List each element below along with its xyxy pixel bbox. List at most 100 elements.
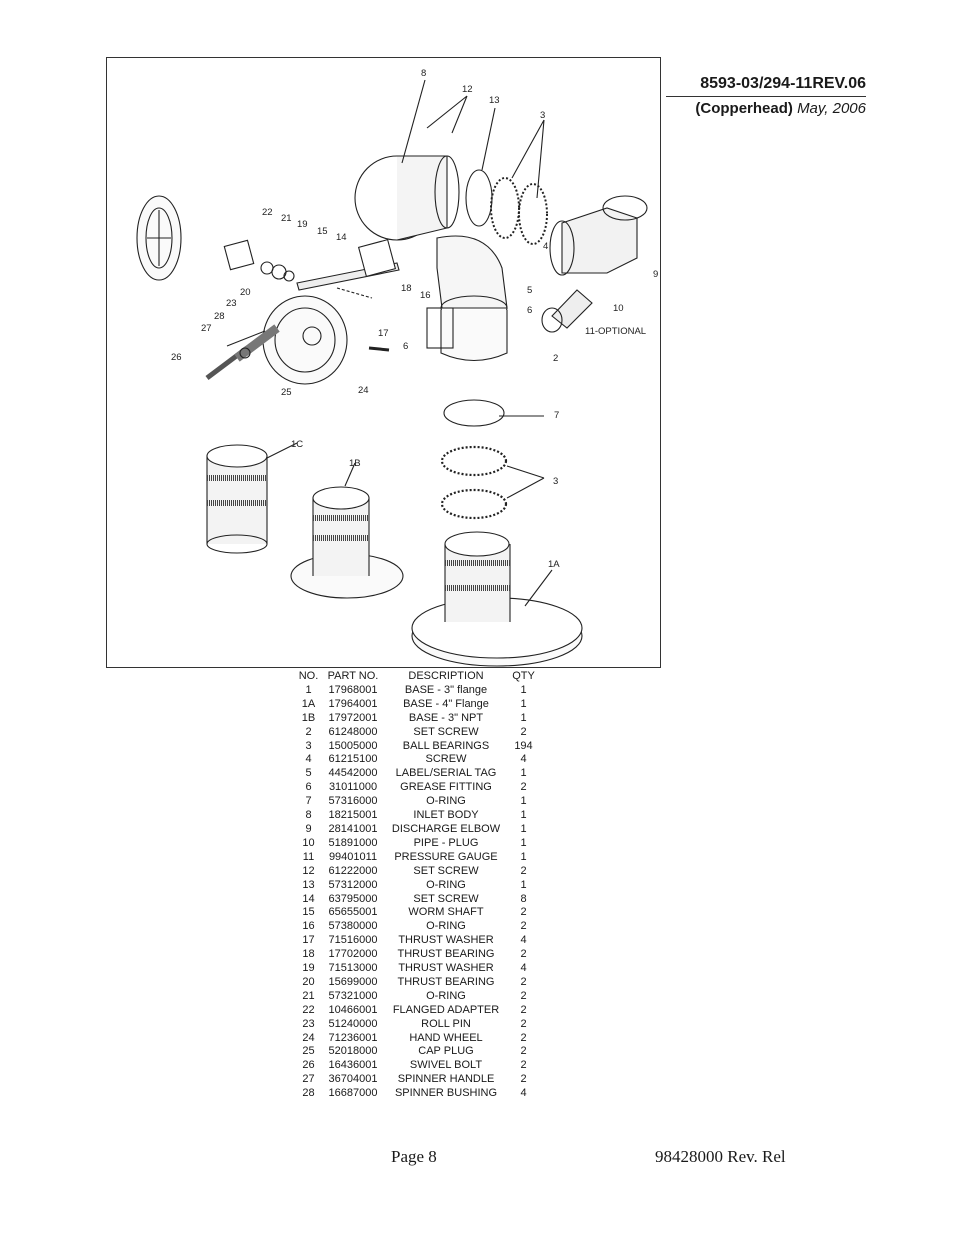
row-part-no: 10466001	[328, 1003, 378, 1016]
row-part-no: 71236001	[328, 1031, 378, 1044]
row-no: 20	[302, 975, 315, 988]
callout-21: 21	[281, 213, 292, 224]
row-qty: 1	[520, 878, 527, 891]
callout-2: 2	[553, 353, 558, 364]
row-no: 1A	[301, 697, 316, 710]
row-qty: 194	[514, 739, 533, 752]
header-no: NO.	[298, 670, 319, 682]
callout-4: 4	[543, 241, 548, 252]
row-no: 3	[305, 739, 312, 752]
row-qty: 1	[520, 809, 527, 822]
row-qty: 4	[520, 1087, 527, 1100]
row-part-no: 28141001	[328, 822, 378, 835]
row-qty: 1	[520, 822, 527, 835]
row-part-no: 31011000	[328, 781, 378, 794]
revision-date: May, 2006	[797, 100, 866, 117]
row-no: 17	[302, 934, 315, 947]
row-no: 13	[302, 878, 315, 891]
row-no: 11	[302, 850, 315, 863]
callout-27: 27	[201, 323, 212, 334]
row-qty: 2	[520, 864, 527, 877]
row-description: ROLL PIN	[421, 1017, 471, 1030]
row-description: CAP PLUG	[418, 1045, 474, 1058]
document-id: 8593-03/294-11REV.06	[700, 75, 866, 92]
row-qty: 2	[520, 1031, 527, 1044]
header-divider	[666, 96, 866, 97]
table-row: 28 16687000 SPINNER BUSHING 4	[292, 1087, 536, 1101]
row-part-no: 18215001	[328, 809, 378, 822]
row-qty: 2	[520, 948, 527, 961]
row-qty: 1	[520, 697, 527, 710]
row-no: 22	[302, 1003, 315, 1016]
row-description: SPINNER BUSHING	[394, 1087, 498, 1100]
row-description: O-RING	[426, 989, 466, 1002]
row-description: FLANGED ADAPTER	[392, 1003, 500, 1016]
row-qty: 1	[520, 683, 527, 696]
row-qty: 2	[520, 1073, 527, 1086]
row-no: 8	[305, 809, 312, 822]
row-qty: 2	[520, 1003, 527, 1016]
row-no: 28	[302, 1087, 315, 1100]
row-description: GREASE FITTING	[400, 781, 492, 794]
exploded-view-frame: 8 12 13 3 22 21 19 15 14 4 9 20 23 18 16…	[106, 57, 661, 668]
row-no: 4	[305, 753, 312, 766]
row-description: SPINNER HANDLE	[397, 1073, 495, 1086]
header-description: DESCRIPTION	[408, 670, 484, 682]
row-part-no: 71513000	[328, 962, 378, 975]
row-qty: 2	[520, 989, 527, 1002]
row-no: 26	[302, 1059, 315, 1072]
row-no: 25	[302, 1045, 315, 1058]
row-qty: 2	[520, 781, 527, 794]
row-description: THRUST BEARING	[397, 975, 495, 988]
header-qty: QTY	[512, 670, 535, 682]
row-part-no: 57321000	[328, 989, 378, 1002]
table-row: 25 52018000 CAP PLUG 2	[292, 1045, 536, 1059]
row-no: 16	[302, 920, 315, 933]
callout-14: 14	[336, 232, 347, 243]
row-qty: 2	[520, 1045, 527, 1058]
row-no: 27	[302, 1073, 315, 1086]
row-part-no: 61248000	[328, 725, 378, 738]
row-description: INLET BODY	[413, 809, 479, 822]
row-no: 1B	[301, 711, 316, 724]
row-part-no: 16687000	[328, 1087, 378, 1100]
exploded-parts-diagram: 8 12 13 3 22 21 19 15 14 4 9 20 23 18 16…	[136, 68, 658, 667]
callout-16: 16	[420, 290, 431, 301]
callout-3-top: 3	[540, 110, 545, 121]
row-no: 23	[302, 1017, 315, 1030]
row-description: O-RING	[426, 920, 466, 933]
callout-8: 8	[421, 68, 426, 79]
callout-3-lower: 3	[553, 476, 558, 487]
row-part-no: 15005000	[328, 739, 378, 752]
row-no: 6	[305, 781, 312, 794]
row-description: O-RING	[426, 795, 466, 808]
row-qty: 4	[520, 753, 527, 766]
parts-table-header: NO. PART NO. DESCRIPTION QTY	[292, 670, 536, 684]
row-no: 2	[305, 725, 312, 738]
row-description: THRUST BEARING	[397, 948, 495, 961]
callout-22: 22	[262, 207, 273, 218]
row-no: 9	[305, 822, 312, 835]
row-part-no: 17964001	[328, 697, 378, 710]
row-part-no: 36704001	[328, 1073, 378, 1086]
callout-6-right: 6	[527, 305, 532, 316]
callout-1a: 1A	[548, 559, 560, 570]
row-qty: 2	[520, 906, 527, 919]
row-part-no: 99401011	[328, 850, 378, 863]
table-row: 22 10466001 FLANGED ADAPTER 2	[292, 1004, 536, 1018]
callout-24: 24	[358, 385, 369, 396]
row-part-no: 44542000	[328, 767, 378, 780]
row-part-no: 52018000	[328, 1045, 378, 1058]
